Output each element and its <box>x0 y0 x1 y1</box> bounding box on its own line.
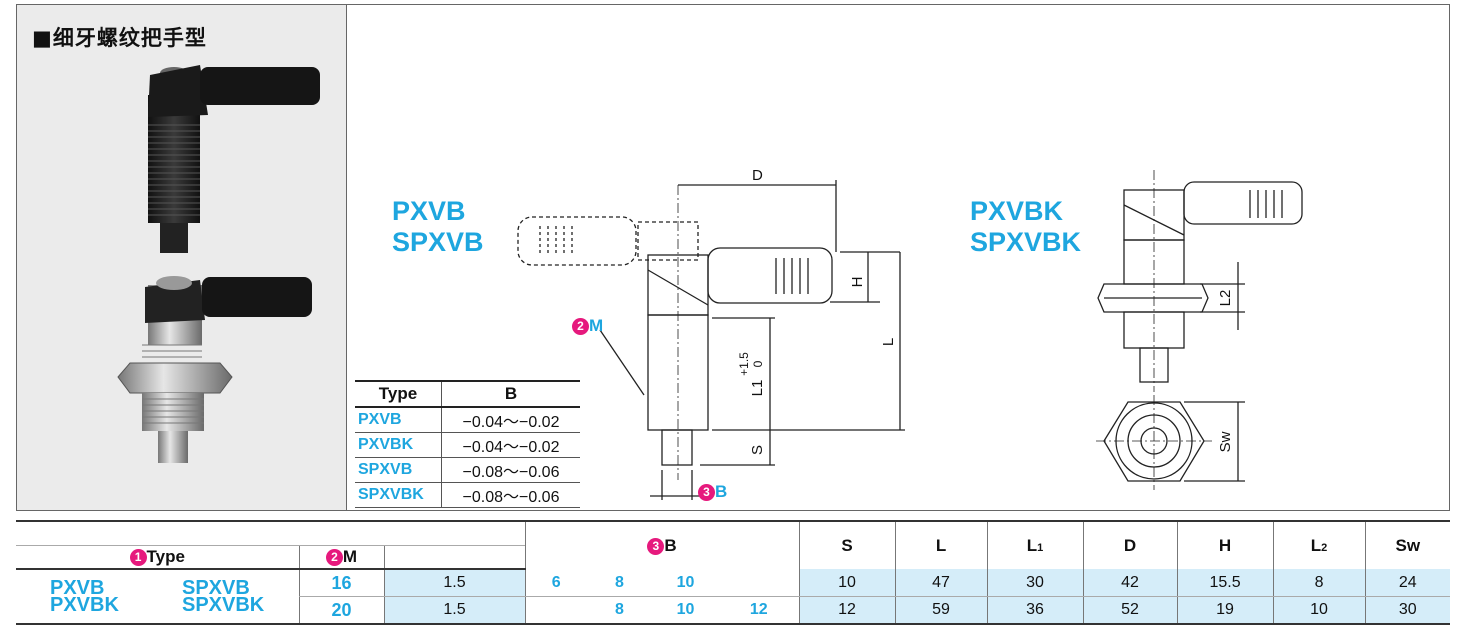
header-D: D <box>1082 520 1178 569</box>
header-L2: L2 <box>1272 520 1366 569</box>
model-label-pxvb: PXVB <box>392 196 466 226</box>
right-handle <box>1183 181 1303 225</box>
dim-Sw: Sw <box>1217 431 1234 452</box>
dim-D: D <box>752 167 763 184</box>
dim-L: L <box>880 338 897 346</box>
table-row: PXVB −0.04〜−0.02 <box>355 407 580 433</box>
type-cell: PXVB PXVBK SPXVB SPXVBK <box>16 569 299 625</box>
model-label-left: PXVB SPXVB <box>392 196 484 258</box>
tol-header-type: Type <box>355 380 442 408</box>
callout-number-icon: 3 <box>647 537 665 555</box>
header-L: L <box>894 520 988 569</box>
table-row: PXVB PXVBK SPXVB SPXVBK 16 1.5 6 8 10 10… <box>16 569 1451 625</box>
tol-header-b: B <box>441 380 580 408</box>
steel-plunger-photo <box>117 276 312 463</box>
callout-number-icon: 2 <box>572 318 589 335</box>
dim-L1-tol-upper: +1.5 <box>737 352 751 376</box>
plunger-pin <box>661 429 693 466</box>
dim-L1: L1 <box>749 380 766 397</box>
model-label-pxvbk: PXVBK <box>970 196 1064 226</box>
dim-S: S <box>749 445 766 455</box>
dim-H: H <box>849 277 866 288</box>
model-label-spxvbk: SPXVBK <box>970 227 1082 257</box>
header-Sw: Sw <box>1364 520 1451 569</box>
callout-number-icon: 3 <box>698 484 715 501</box>
technical-drawing: D H L L1 +1.5 0 S L2 Sw <box>517 167 1303 500</box>
model-label-right: PXVBK SPXVBK <box>970 196 1081 258</box>
tolerance-table: Type B PXVB −0.04〜−0.02 PXVBK −0.04〜−0.0… <box>355 380 580 508</box>
callout-number-icon: 2 <box>325 549 343 566</box>
header-L1: L1 <box>986 520 1084 569</box>
header-H: H <box>1176 520 1274 569</box>
section-title: ■细牙螺纹把手型 <box>32 26 207 50</box>
model-label-spxvb: SPXVB <box>392 227 484 257</box>
dim-L1-tol-lower: 0 <box>751 360 765 367</box>
table-row: PXVBK −0.04〜−0.02 <box>355 432 580 458</box>
product-photos <box>117 65 320 463</box>
table-row: SPXVB −0.08〜−0.06 <box>355 457 580 483</box>
table-row: 20 1.5 8 10 12 12 59 36 52 19 10 30 <box>16 596 1451 625</box>
dim-L2: L2 <box>1217 290 1234 307</box>
handle <box>707 247 833 304</box>
header-pitch <box>383 545 525 570</box>
header-S: S <box>798 520 896 569</box>
callout-number-icon: 1 <box>129 549 147 566</box>
black-plunger-photo <box>148 65 320 253</box>
table-row: SPXVBK −0.08〜−0.06 <box>355 482 580 508</box>
hex-nut-side <box>1097 283 1209 313</box>
ghost-handle <box>517 216 637 266</box>
